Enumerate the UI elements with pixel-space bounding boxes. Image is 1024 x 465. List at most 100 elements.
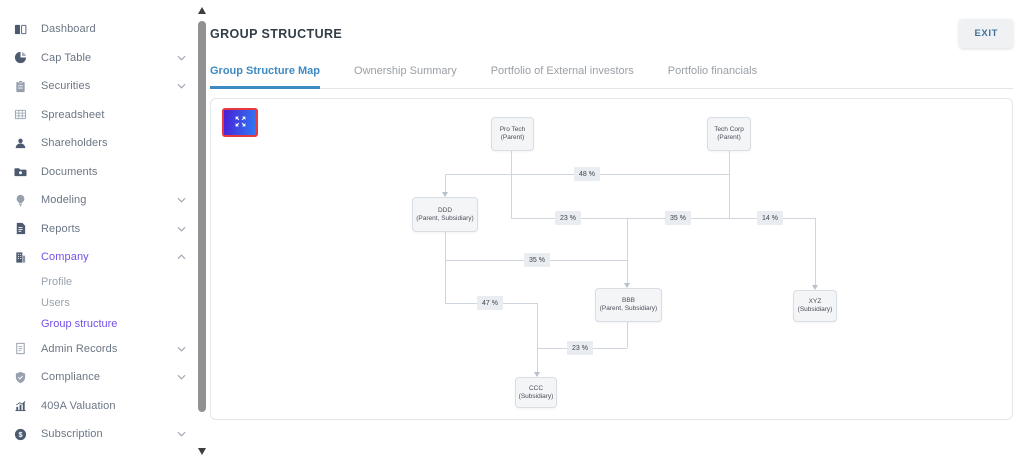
svg-text:$: $ — [18, 430, 23, 439]
company-icon — [14, 250, 28, 264]
node-label: Pro Tech — [499, 126, 526, 133]
tab-bar: Group Structure Map Ownership Summary Port… — [210, 65, 1013, 89]
sidebar-item-label: Shareholders — [41, 137, 108, 150]
node-label: XYZ — [808, 298, 822, 305]
sidebar-item-compliance[interactable]: Compliance — [0, 363, 196, 392]
node-label: CCC — [528, 384, 544, 392]
sidebar-subitem-users[interactable]: Users — [0, 293, 196, 314]
sidebar-item-label: Securities — [41, 80, 91, 93]
connector-line — [445, 174, 446, 193]
connector-line — [729, 151, 730, 218]
sidebar-item-label: Admin Records — [41, 342, 118, 355]
connector-line — [815, 218, 816, 286]
sidebar-item-shareholders[interactable]: Shareholders — [0, 129, 196, 158]
node-label: DDD — [437, 206, 453, 214]
dashboard-icon — [14, 22, 28, 36]
compliance-icon — [14, 370, 28, 384]
node-label: BBB — [621, 297, 635, 304]
arrowhead-down-icon — [533, 372, 540, 377]
sidebar-item-admin-records[interactable]: Admin Records — [0, 335, 196, 364]
tab-ownership-summary[interactable]: Ownership Summary — [354, 65, 457, 77]
connector-line — [445, 232, 446, 303]
spreadsheet-icon — [14, 108, 28, 122]
expand-map-button[interactable] — [222, 108, 258, 137]
admin-records-icon — [14, 342, 28, 356]
scrollbar-up-arrow-icon[interactable] — [198, 7, 206, 14]
arrowhead-down-icon — [441, 192, 448, 197]
company-node-bbb[interactable]: BBB(Parent, Subsidiary) — [595, 288, 662, 322]
ownership-percentage-label: 14 % — [757, 211, 783, 225]
group-structure-map-canvas[interactable]: Pro Tech(Parent)Tech Corp(Parent)DDD(Par… — [210, 98, 1013, 420]
company-node-ddd[interactable]: DDD(Parent, Subsidiary) — [412, 197, 478, 232]
exit-button[interactable]: EXIT — [959, 19, 1013, 48]
node-sublabel: (Subsidiary) — [797, 306, 833, 313]
sidebar-subitem-profile[interactable]: Profile — [0, 272, 196, 293]
sidebar-item-label: Modeling — [41, 194, 87, 207]
arrowhead-down-icon — [811, 285, 818, 290]
sidebar-item-subscription[interactable]: $ Subscription — [0, 420, 196, 449]
chevron-up-icon — [177, 254, 186, 260]
chevron-down-icon — [177, 226, 186, 232]
sidebar-item-label: Dashboard — [41, 23, 96, 36]
sidebar-item-cap-table[interactable]: Cap Table — [0, 44, 196, 73]
sidebar-subitem-label: Profile — [41, 276, 73, 288]
sidebar-item-reports[interactable]: Reports — [0, 215, 196, 244]
node-label: Tech Corp — [714, 126, 744, 133]
chevron-down-icon — [177, 431, 186, 437]
ownership-percentage-label: 47 % — [477, 296, 503, 310]
connector-line — [511, 151, 512, 218]
node-sublabel: (Parent, Subsidiary) — [416, 214, 474, 222]
node-sublabel: (Subsidiary) — [518, 392, 554, 400]
chevron-down-icon — [177, 55, 186, 61]
shareholders-icon — [14, 136, 28, 150]
sidebar-item-label: Compliance — [41, 371, 101, 384]
expand-icon — [234, 115, 247, 131]
sidebar-item-409a-valuation[interactable]: 409A Valuation — [0, 392, 196, 421]
cap-table-icon — [14, 51, 28, 65]
tab-portfolio-financials[interactable]: Portfolio financials — [667, 65, 758, 77]
sidebar-item-label: Cap Table — [41, 51, 92, 64]
sidebar-subitem-label: Group structure — [41, 318, 118, 330]
main-content: GROUP STRUCTURE EXIT Group Structure Map… — [209, 0, 1024, 465]
ownership-percentage-label: 48 % — [574, 167, 600, 181]
sidebar-subitem-group-structure[interactable]: Group structure — [0, 314, 196, 335]
sidebar-subitem-label: Users — [41, 297, 70, 309]
sidebar-item-label: Spreadsheet — [41, 108, 105, 121]
scrollbar-down-arrow-icon[interactable] — [198, 448, 206, 455]
ownership-percentage-label: 35 % — [524, 253, 550, 267]
vertical-scrollbar — [196, 0, 209, 465]
documents-icon — [14, 165, 28, 179]
sidebar-item-modeling[interactable]: Modeling — [0, 186, 196, 215]
sidebar-item-label: Subscription — [41, 428, 103, 441]
node-sublabel: (Parent) — [717, 134, 741, 141]
chevron-down-icon — [177, 83, 186, 89]
reports-icon — [14, 222, 28, 236]
sidebar-item-label: Company — [41, 251, 89, 264]
chevron-down-icon — [177, 197, 186, 203]
sidebar-item-label: 409A Valuation — [41, 399, 116, 412]
company-node-pro-tech[interactable]: Pro Tech(Parent) — [491, 117, 534, 151]
scrollbar-thumb[interactable] — [198, 21, 206, 412]
valuation-icon — [14, 399, 28, 413]
ownership-percentage-label: 35 % — [665, 211, 691, 225]
chevron-down-icon — [177, 346, 186, 352]
company-node-tech-corp[interactable]: Tech Corp(Parent) — [707, 117, 751, 151]
sidebar-item-spreadsheet[interactable]: Spreadsheet — [0, 101, 196, 130]
sidebar-item-label: Documents — [41, 165, 98, 178]
sidebar-item-company[interactable]: Company — [0, 243, 196, 272]
connector-line — [627, 218, 628, 284]
company-node-xyz[interactable]: XYZ(Subsidiary) — [793, 290, 837, 322]
connector-line — [627, 322, 628, 348]
arrowhead-down-icon — [623, 283, 630, 288]
tab-group-structure-map[interactable]: Group Structure Map — [210, 65, 321, 89]
page-header: GROUP STRUCTURE EXIT — [210, 19, 1013, 48]
chevron-down-icon — [177, 374, 186, 380]
sidebar-item-securities[interactable]: Securities — [0, 72, 196, 101]
sidebar-item-dashboard[interactable]: Dashboard — [0, 15, 196, 44]
sidebar-item-documents[interactable]: Documents — [0, 158, 196, 187]
tab-portfolio-of-external-investors[interactable]: Portfolio of External investors — [490, 65, 634, 77]
company-node-ccc[interactable]: CCC(Subsidiary) — [515, 377, 557, 408]
connector-line — [537, 303, 538, 373]
